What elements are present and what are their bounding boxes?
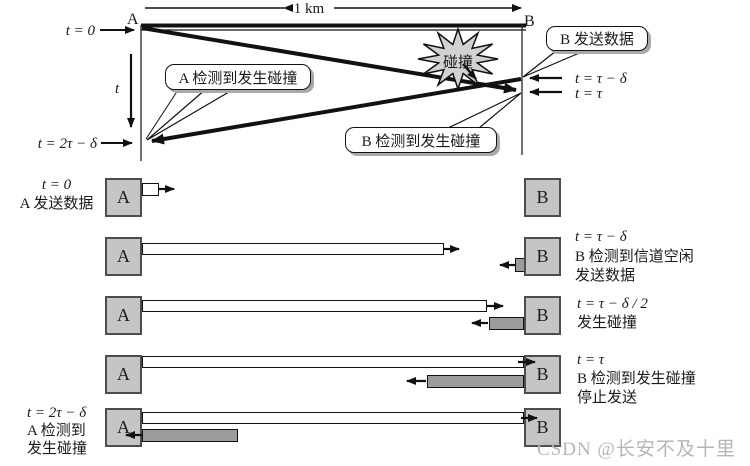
t-axis-label: t	[115, 81, 120, 97]
row2-station-b-box: B	[524, 237, 561, 276]
station-b-label: B	[524, 13, 535, 30]
row5-left-label: t = 2τ − δ A 检测到 发生碰撞	[27, 405, 88, 457]
row4-b-frame	[427, 375, 524, 388]
callout-a-detect-tail	[146, 88, 237, 141]
callout-a-detect-line	[145, 89, 179, 140]
row5-a-frame	[142, 412, 524, 424]
csdn-watermark: CSDN @长安不及十里	[537, 439, 736, 460]
callout-b-detects-collision: B 检测到发生碰撞	[345, 127, 497, 153]
row2-right-label: t = τ − δ B 检测到信道空闲 发送数据	[575, 229, 694, 284]
row3-a-frame	[142, 300, 487, 312]
row2-station-a-box: A	[105, 237, 142, 276]
distance-label: 1 km	[293, 1, 325, 17]
row5-station-a-box: A	[105, 408, 142, 447]
row3-station-a-box: A	[105, 296, 142, 335]
t2tau-label: t = 2τ − δ	[37, 136, 97, 152]
row1-left-label: t = 0 A 发送数据	[19, 177, 94, 212]
row3-station-b-box: B	[524, 296, 561, 335]
t-tau-delta-label: t = τ − δ	[575, 71, 627, 87]
row4-a-frame	[142, 356, 524, 368]
row3-b-frame	[489, 317, 524, 330]
row5-b-frame	[142, 429, 238, 442]
row4-right-label: t = τ B 检测到发生碰撞 停止发送	[577, 352, 696, 406]
row1-a-frame	[142, 183, 159, 196]
t-tau-label: t = τ	[575, 86, 603, 102]
t0-label: t = 0	[65, 23, 95, 39]
callout-b-detect-tail	[447, 92, 522, 129]
row3-right-label: t = τ − δ / 2 发生碰撞	[577, 296, 648, 331]
row2-a-frame	[142, 243, 444, 255]
row4-station-a-box: A	[105, 355, 142, 394]
collision-label: 碰撞	[442, 55, 473, 71]
station-a-label: A	[127, 11, 139, 28]
callout-b-sends-data: B 发送数据	[546, 26, 648, 51]
callout-a-detects-collision: A 检测到发生碰撞	[165, 64, 311, 90]
row1-station-b-box: B	[524, 178, 561, 217]
row1-station-a-box: A	[105, 178, 142, 217]
row4-station-b-box: B	[524, 355, 561, 394]
